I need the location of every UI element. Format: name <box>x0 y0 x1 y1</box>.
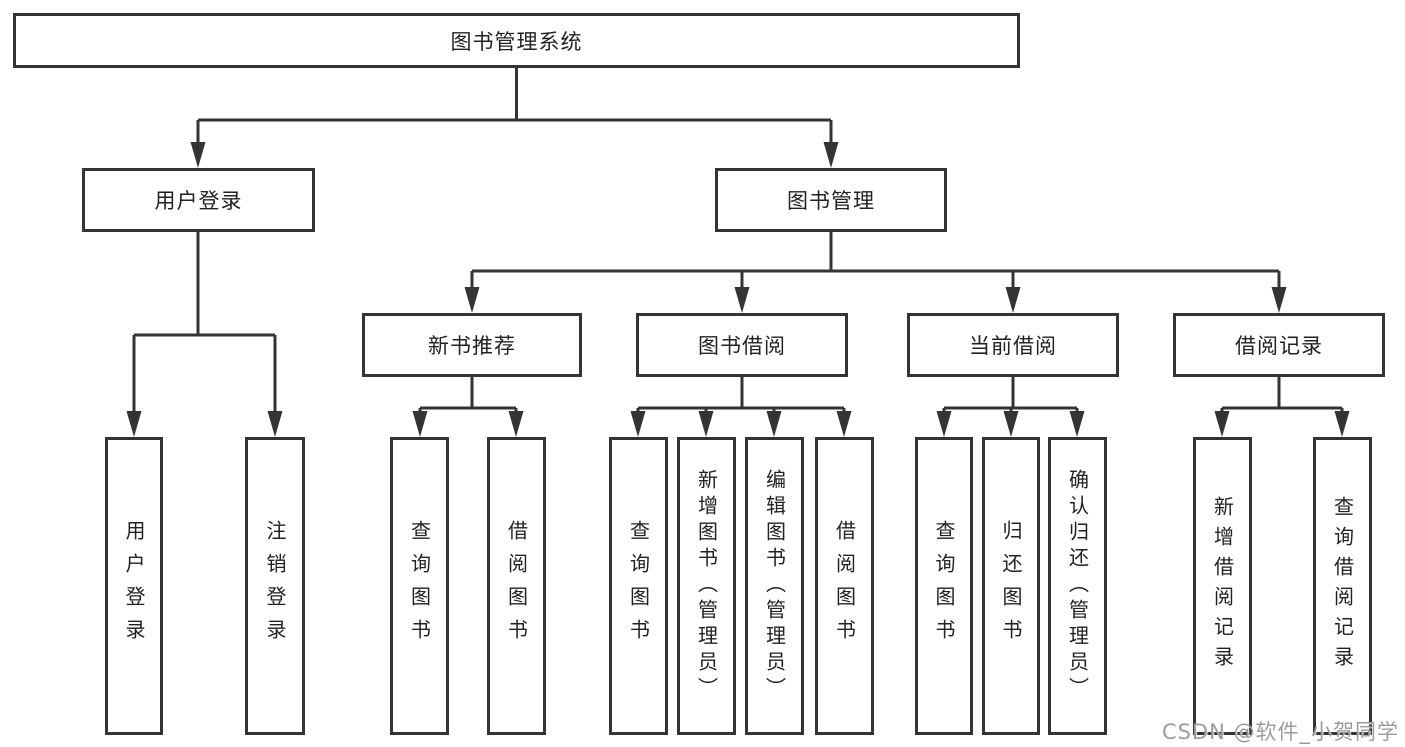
leaf-query-book: 查询图书 <box>915 437 973 735</box>
leaf-label: 用户登录 <box>122 520 146 652</box>
node-root-label: 图书管理系统 <box>450 29 583 54</box>
arrowhead-icon <box>508 411 524 437</box>
node-book-management: 图书管理 <box>715 168 947 232</box>
arrowhead-icon <box>630 411 646 437</box>
node-borrow-record: 借阅记录 <box>1173 313 1385 377</box>
arrowhead-icon <box>1214 411 1230 437</box>
node-label: 当前借阅 <box>969 334 1057 358</box>
arrowhead-icon <box>1069 411 1085 437</box>
node-new-book-recommend: 新书推荐 <box>362 313 582 377</box>
node-label: 用户登录 <box>154 189 243 213</box>
leaf-label: 归还图书 <box>999 520 1023 652</box>
leaf-query-book: 查询图书 <box>609 437 668 735</box>
node-label: 借阅记录 <box>1235 334 1323 358</box>
leaf-label: 查询图书 <box>932 520 956 652</box>
leaf-label: 新增借阅记录 <box>1210 496 1235 676</box>
leaf-user-login: 用户登录 <box>105 437 163 735</box>
leaf-label: 查询图书 <box>626 520 651 652</box>
leaf-label: 新增图书（管理员） <box>694 469 719 703</box>
arrowhead-icon <box>766 411 782 437</box>
arrowhead-icon <box>698 411 714 437</box>
node-label: 新书推荐 <box>428 334 516 358</box>
leaf-borrow-book: 借阅图书 <box>487 437 546 735</box>
node-book-borrow: 图书借阅 <box>636 313 848 377</box>
leaf-query-borrow-record: 查询借阅记录 <box>1313 437 1372 735</box>
leaf-add-book-admin: 新增图书（管理员） <box>677 437 736 735</box>
arrowhead-icon <box>936 411 952 437</box>
arrowhead-icon <box>126 411 142 437</box>
leaf-return-book: 归还图书 <box>982 437 1040 735</box>
node-label: 图书借阅 <box>698 334 786 358</box>
arrowhead-icon <box>1003 411 1019 437</box>
arrowhead-icon <box>1334 411 1350 437</box>
leaf-confirm-return-admin: 确认归还（管理员） <box>1048 437 1107 735</box>
arrowhead-icon <box>190 142 206 168</box>
leaf-label: 确认归还（管理员） <box>1065 469 1090 703</box>
arrowhead-icon <box>267 411 283 437</box>
node-user-login: 用户登录 <box>82 168 315 232</box>
arrowhead-icon <box>1005 287 1021 313</box>
node-root: 图书管理系统 <box>13 13 1020 68</box>
arrowhead-icon <box>734 287 750 313</box>
arrowhead-icon <box>836 411 852 437</box>
leaf-label: 查询借阅记录 <box>1330 496 1355 676</box>
leaf-borrow-book: 借阅图书 <box>815 437 874 735</box>
leaf-label: 注销登录 <box>263 520 287 652</box>
leaf-label: 查询图书 <box>407 520 432 652</box>
arrowhead-icon <box>412 411 428 437</box>
leaf-edit-book-admin: 编辑图书（管理员） <box>745 437 804 735</box>
leaf-logout: 注销登录 <box>245 437 305 735</box>
arrowhead-icon <box>1271 287 1287 313</box>
leaf-query-book: 查询图书 <box>390 437 449 735</box>
arrowhead-icon <box>464 287 480 313</box>
node-label: 图书管理 <box>787 189 875 213</box>
leaf-add-borrow-record: 新增借阅记录 <box>1193 437 1252 735</box>
arrowhead-icon <box>823 142 839 168</box>
watermark: CSDN @软件_小贺同学 <box>1161 720 1399 744</box>
node-current-borrow: 当前借阅 <box>907 313 1119 377</box>
leaf-label: 编辑图书（管理员） <box>762 469 787 703</box>
leaf-label: 借阅图书 <box>504 520 529 652</box>
leaf-label: 借阅图书 <box>832 520 857 652</box>
